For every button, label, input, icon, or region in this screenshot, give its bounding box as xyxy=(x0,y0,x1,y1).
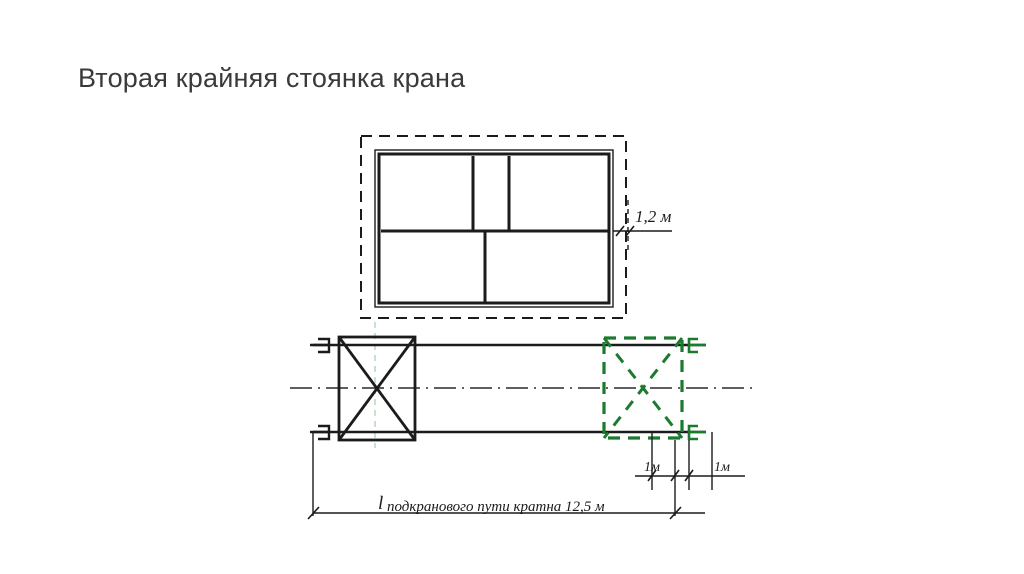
building-plan-top-view: 1,2 м xyxy=(360,135,672,319)
dimension-tick-left xyxy=(615,225,625,237)
dashed-safety-perimeter xyxy=(360,135,627,319)
building-outline-outer xyxy=(374,149,614,308)
rail-stop-right-lower xyxy=(687,424,706,441)
rail-stop-left-upper xyxy=(310,337,331,354)
bottom-dimension-group: 1м 1м l подкранового пути кратна 12,5 м xyxy=(307,432,745,520)
one-meter-tick-3 xyxy=(684,469,694,482)
crane-position-current xyxy=(337,335,417,442)
track-length-prefix: l xyxy=(378,493,383,514)
one-meter-tick-2 xyxy=(670,469,680,482)
crane-track-plan xyxy=(290,322,752,448)
page-title: Вторая крайняя стоянка крана xyxy=(78,63,466,93)
building-outline-inner xyxy=(377,152,611,305)
track-dimension-tick-left xyxy=(307,506,320,520)
rail-stop-right-upper xyxy=(687,337,706,354)
one-meter-dimension-left-label: 1м xyxy=(644,460,660,475)
dimension-tick-right xyxy=(625,225,635,237)
crane-position-second-extreme xyxy=(602,336,684,440)
one-meter-tick-1 xyxy=(647,469,657,482)
one-meter-dimension-right-label: 1м xyxy=(714,460,730,475)
offset-dimension-label: 1,2 м xyxy=(635,207,672,226)
track-length-dimension-label: подкранового пути кратна 12,5 м xyxy=(387,499,605,515)
